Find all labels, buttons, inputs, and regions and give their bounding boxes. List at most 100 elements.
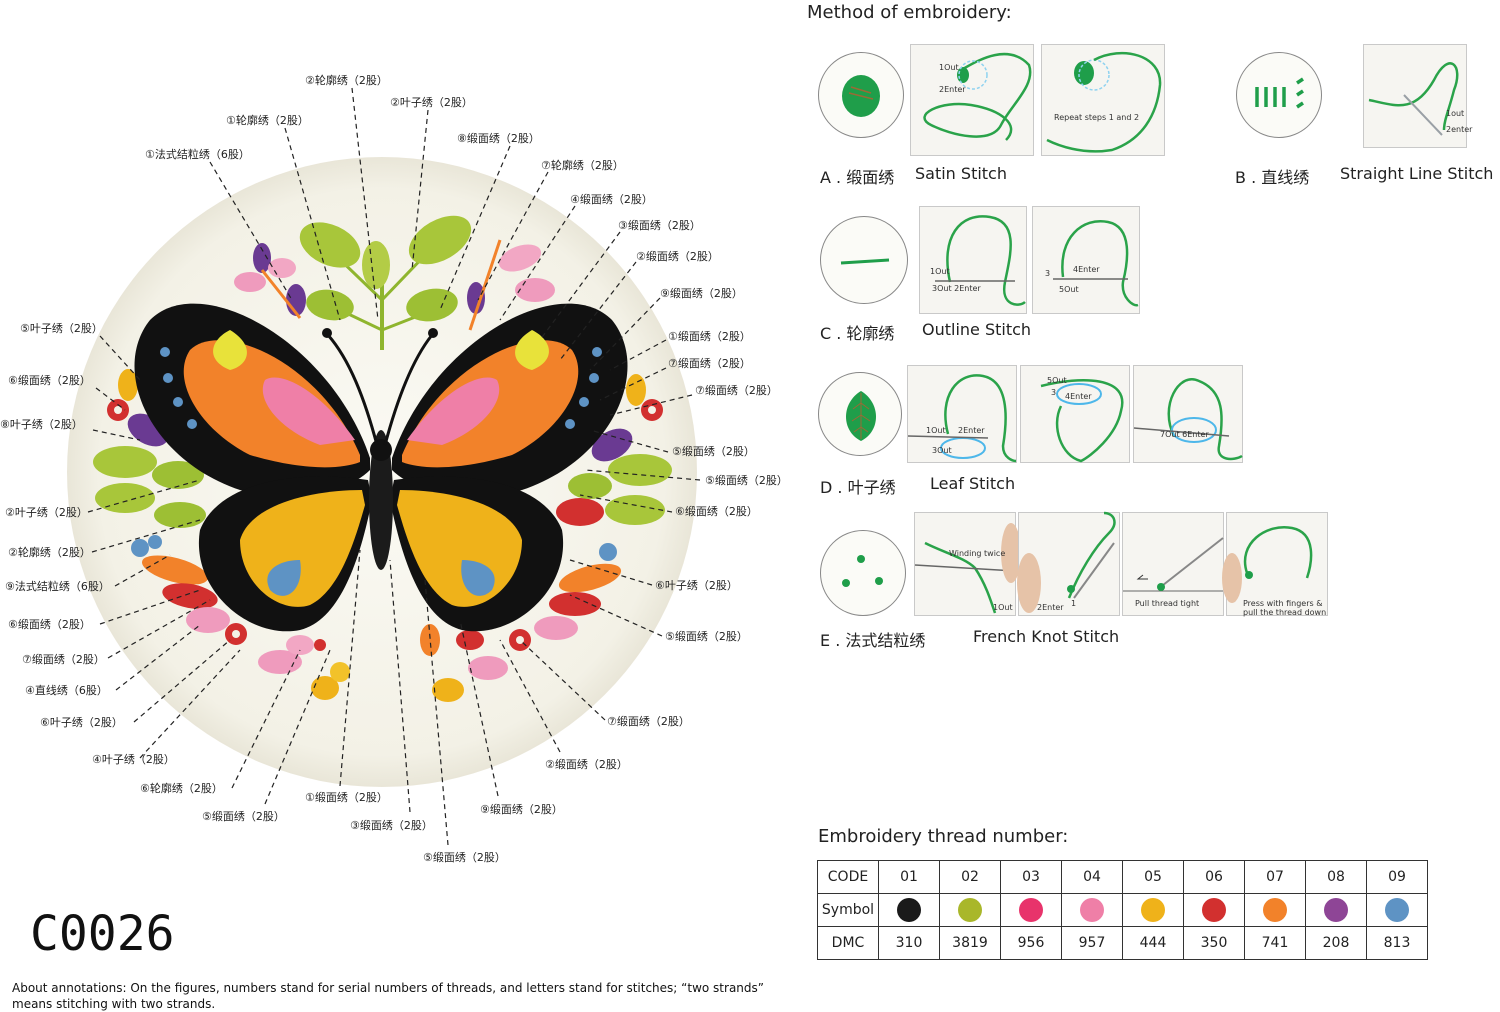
callout-left-label: ④直线绣（6股） <box>25 684 108 697</box>
callout-bottom-label: ⑨缎面绣（2股） <box>480 803 563 816</box>
straight-name: Straight Line Stitch <box>1340 164 1494 183</box>
callout-right-label: ①缎面绣（2股） <box>668 330 751 343</box>
leader-line <box>459 619 499 797</box>
leaves-right <box>509 374 672 651</box>
satin-sample-circle <box>818 52 904 138</box>
callout-left-label: ⑥轮廓绣（2股） <box>140 782 223 795</box>
leader-line <box>339 549 361 787</box>
color-swatch <box>897 898 921 922</box>
satin-note-1out: 1Out <box>939 63 959 72</box>
color-swatch <box>1385 898 1409 922</box>
callout-left-label: ⑤叶子绣（2股） <box>20 322 103 335</box>
outline-note-3: 3 <box>1045 269 1051 278</box>
callout-right-label: ⑦缎面绣（2股） <box>607 715 690 728</box>
color-swatch <box>1019 898 1043 922</box>
callout-bottom-label: ③缎面绣（2股） <box>350 819 433 832</box>
straight-step-photo: 1out 2enter <box>1363 44 1472 148</box>
thread-symbol <box>1122 893 1184 927</box>
leader-line <box>589 429 669 453</box>
leader-line <box>133 639 231 723</box>
callout-right-label: ⑦缎面绣（2股） <box>668 357 751 370</box>
satin-letter: A . 缎面绣 <box>820 168 895 187</box>
thread-dmc: 957 <box>1061 926 1123 960</box>
callout-left-label: ②轮廓绣（2股） <box>8 546 91 559</box>
leaf-step-photo-2: 5Out 3 4Enter <box>1020 365 1130 463</box>
leader-line <box>569 594 663 637</box>
color-swatch <box>1080 898 1104 922</box>
thread-symbol <box>939 893 1001 927</box>
thread-symbol <box>878 893 940 927</box>
leaf-note-2enter: 2Enter <box>958 426 985 435</box>
callout-top-label: ⑧缎面绣（2股） <box>457 132 540 145</box>
butterfly <box>134 303 628 632</box>
leader-line <box>609 339 667 371</box>
method-title: Method of embroidery: <box>807 2 1012 23</box>
thread-symbol <box>1183 893 1245 927</box>
thread-code: 02 <box>939 860 1001 894</box>
color-swatch <box>1324 898 1348 922</box>
thread-symbol <box>1061 893 1123 927</box>
outline-note-3out-2enter: 3Out 2Enter <box>932 284 981 293</box>
thread-code: 08 <box>1305 860 1367 894</box>
outline-letter: C . 轮廓绣 <box>820 324 895 343</box>
product-code: C0026 <box>30 906 175 962</box>
outline-name: Outline Stitch <box>922 320 1032 339</box>
french-name: French Knot Stitch <box>973 627 1120 646</box>
straight-note-1out: 1out <box>1446 109 1465 118</box>
french-knot-sample-circle <box>820 530 906 616</box>
leaf-step-photo-1: 1Out 2Enter 3Out <box>907 365 1017 463</box>
french-step-photo-2: 2Enter 1 <box>1017 511 1120 616</box>
color-swatch <box>958 898 982 922</box>
french-note-press-1: Press with fingers & <box>1243 599 1323 608</box>
leaf-letter: D . 叶子绣 <box>820 478 896 497</box>
satin-step-photo-2: Repeat steps 1 and 2 <box>1041 44 1165 156</box>
french-step-photo-4: Press with fingers & pull the thread dow… <box>1222 512 1328 617</box>
leaves-left <box>93 369 247 645</box>
callout-top-label: ①法式结粒绣（6股） <box>145 148 250 161</box>
callout-right-label: ⑥缎面绣（2股） <box>675 505 758 518</box>
leaf-note-3: 3 <box>1051 388 1057 397</box>
callout-left-label: ⑥缎面绣（2股） <box>8 374 91 387</box>
thread-dmc: 956 <box>1000 926 1062 960</box>
leader-line <box>519 639 606 721</box>
callout-left-label: ④叶子绣（2股） <box>92 753 175 766</box>
leader-line <box>87 479 201 513</box>
leaf-sample-circle <box>818 372 902 456</box>
french-step-photo-3: Pull thread tight <box>1122 512 1224 616</box>
flower-left-top <box>234 243 306 319</box>
callout-left-label: ②叶子绣（2股） <box>5 506 88 519</box>
callout-bottom-label: ⑤缎面绣（2股） <box>423 851 506 864</box>
leader-line <box>139 649 241 759</box>
callout-bottom-label: ②缎面绣（2股） <box>545 758 628 771</box>
color-swatch <box>1141 898 1165 922</box>
callout-right-label: ⑤缎面绣（2股） <box>672 445 755 458</box>
thread-code: 05 <box>1122 860 1184 894</box>
leader-line <box>284 127 341 321</box>
callout-top-label: ②缎面绣（2股） <box>636 250 719 263</box>
thread-symbol-row: Symbol <box>817 893 1428 927</box>
thread-code: 09 <box>1366 860 1428 894</box>
leader-line <box>95 387 126 411</box>
outline-step-photo-2: 3 4Enter 5Out <box>1032 206 1140 314</box>
callout-left-label: ⑥叶子绣（2股） <box>40 716 123 729</box>
callout-top-label: ②叶子绣（2股） <box>390 96 473 109</box>
color-swatch <box>1263 898 1287 922</box>
leaf-note-1out: 1Out <box>926 426 946 435</box>
callout-bottom-label: ⑤缎面绣（2股） <box>202 810 285 823</box>
thread-symbol <box>1305 893 1367 927</box>
thread-code: 01 <box>878 860 940 894</box>
flower-right-top <box>467 239 555 331</box>
leader-line <box>389 559 411 813</box>
callout-right-label: ⑥叶子绣（2股） <box>655 579 738 592</box>
thread-symbol <box>1000 893 1062 927</box>
callout-left-label: ⑦缎面绣（2股） <box>22 653 105 666</box>
thread-dmc: 444 <box>1122 926 1184 960</box>
thread-table: CODE 01 02 03 04 05 06 07 08 09 Symbol D… <box>817 860 1428 960</box>
french-note-winding-twice: Winding twice <box>949 549 1006 558</box>
callout-top-label: ③缎面绣（2股） <box>618 219 701 232</box>
leader-line <box>99 335 141 381</box>
leader-line <box>107 599 211 659</box>
thread-dmc: 741 <box>1244 926 1306 960</box>
satin-name: Satin Stitch <box>915 164 1007 183</box>
thread-code-row: CODE 01 02 03 04 05 06 07 08 09 <box>817 860 1428 894</box>
